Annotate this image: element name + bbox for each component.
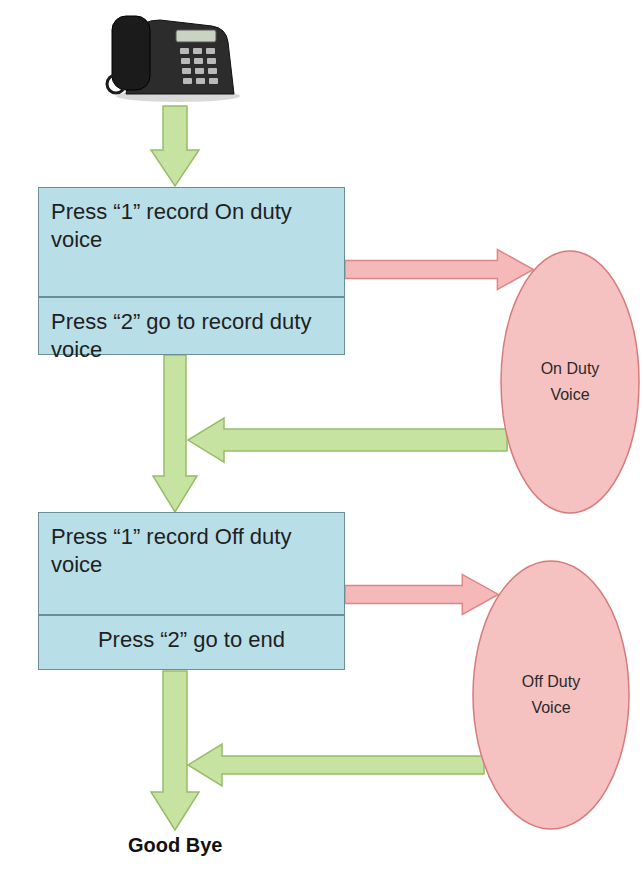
- phone-key: [181, 58, 190, 64]
- phone-key: [195, 68, 204, 74]
- flow-arrow: [345, 250, 533, 290]
- return-arrow: [188, 744, 484, 786]
- phone-key: [209, 78, 218, 84]
- phone-key: [180, 48, 189, 54]
- ellipse-outline: [472, 560, 630, 830]
- voice-ellipse: On Duty Voice: [500, 250, 640, 514]
- flow-arrow: [153, 355, 197, 512]
- ellipse-shape: [473, 561, 629, 829]
- phone-keypad: [180, 48, 218, 84]
- ellipse-label: On Duty Voice: [535, 356, 605, 408]
- flow-arrow: [345, 574, 498, 614]
- flow-arrow: [151, 106, 199, 186]
- option-text: Press “1” record On duty voice: [51, 198, 332, 254]
- voice-ellipse: Off Duty Voice: [472, 560, 630, 830]
- phone-key: [194, 58, 203, 64]
- phone-cord: [107, 75, 125, 93]
- phone-key: [196, 78, 205, 84]
- end-label: Good Bye: [128, 834, 222, 857]
- phone-key: [208, 68, 217, 74]
- ellipse-shape: [501, 251, 639, 513]
- phone-key: [193, 48, 202, 54]
- phone-key: [207, 58, 216, 64]
- phone-key: [183, 78, 192, 84]
- menu-option-box: Press “1” record Off duty voice: [38, 512, 345, 615]
- ellipse-outline: [500, 250, 640, 514]
- phone-key: [182, 68, 191, 74]
- phone-handset: [112, 16, 150, 90]
- option-text: Press “1” record Off duty voice: [51, 523, 332, 579]
- phone-screen: [176, 30, 216, 42]
- ellipse-label: Off Duty Voice: [516, 669, 586, 721]
- phone-key: [206, 48, 215, 54]
- option-text: Press “2” go to record duty voice: [51, 308, 332, 364]
- flow-arrow: [151, 671, 199, 830]
- menu-option-box: Press “2” go to record duty voice: [38, 297, 345, 355]
- flow-arrow: [188, 418, 507, 462]
- menu-option-box: Press “1” record On duty voice: [38, 187, 345, 297]
- menu-option-box: Press “2” go to end: [38, 615, 345, 670]
- option-text: Press “2” go to end: [51, 626, 332, 654]
